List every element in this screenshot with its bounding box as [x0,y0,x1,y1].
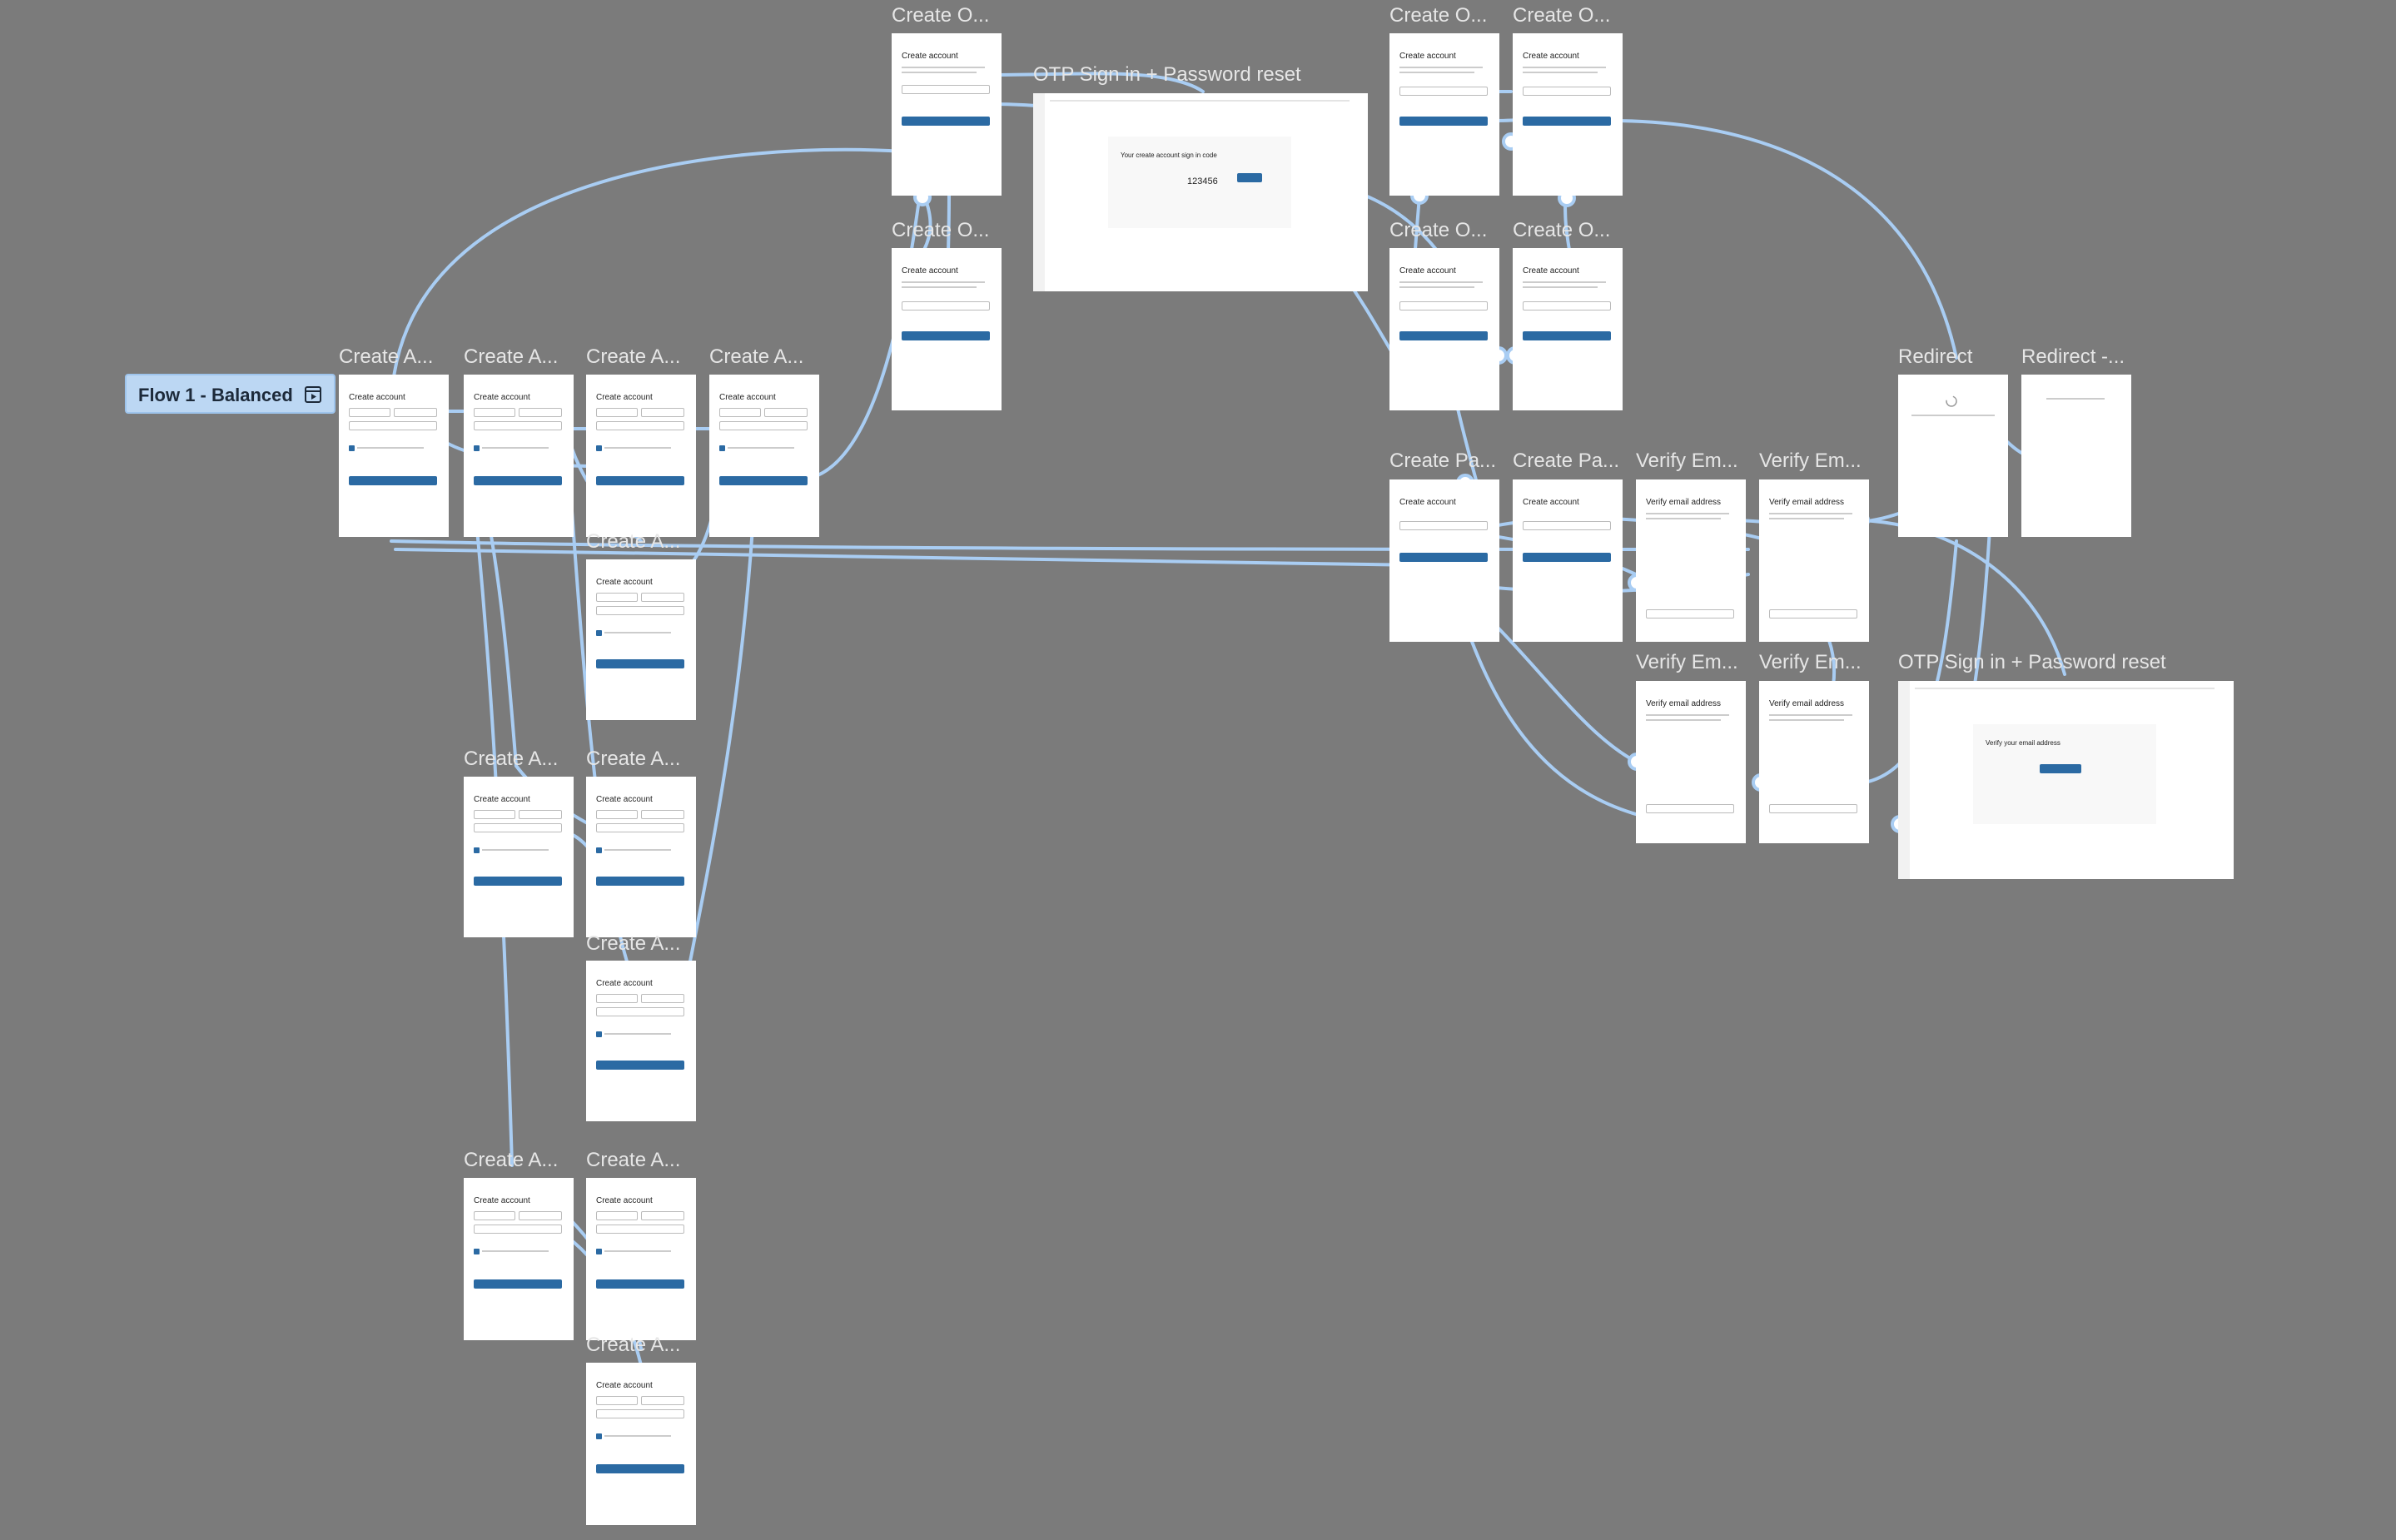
frame-heading: Create account [596,578,653,587]
frame-heading: Create account [596,979,653,988]
frame-title: Create A... [586,530,681,553]
frame-title: Create O... [1389,4,1488,27]
frame-create-account[interactable]: Create account [586,1363,696,1525]
frame-create-account[interactable]: Create account [586,777,696,937]
frame-create-account[interactable]: Create account [464,777,574,937]
frame-title: Create A... [464,1149,559,1171]
frame-redirect[interactable] [2021,375,2131,537]
otp-code: 123456 [1187,176,1218,186]
frame-heading: Create account [474,795,530,804]
email-heading: Your create account sign in code [1121,152,1217,159]
frame-verify-email[interactable]: Verify email address [1636,681,1746,843]
frame-create-otp[interactable]: Create account [1513,248,1623,410]
frame-create-account[interactable]: Create account [586,1178,696,1340]
frame-create-password[interactable]: Create account [1513,479,1623,642]
frame-title: Create A... [709,345,804,368]
frame-verify-email[interactable]: Verify email address [1636,479,1746,642]
frame-heading: Create account [596,1196,653,1205]
frame-title: Create A... [586,345,681,368]
frame-create-account[interactable]: Create account [586,375,696,537]
frame-heading: Create account [1399,498,1456,507]
frame-verify-email[interactable]: Verify email address [1759,681,1869,843]
frame-title: Create A... [339,345,434,368]
frame-title: Redirect [1898,345,1973,368]
frame-title: Create A... [586,932,681,955]
frame-heading: Create account [474,1196,530,1205]
frame-heading: Verify email address [1769,699,1845,708]
prototype-play-icon[interactable] [304,385,322,404]
frame-create-account[interactable]: Create account [586,559,696,720]
frame-heading: Create account [1523,52,1579,61]
frame-title: OTP Sign in + Password reset [1898,651,2166,673]
frame-create-password[interactable]: Create account [1389,479,1499,642]
frame-title: Verify Em... [1759,450,1862,472]
frame-heading: Verify email address [1646,498,1722,507]
frame-heading: Create account [902,266,958,276]
frame-heading: Create account [1399,266,1456,276]
frame-title: OTP Sign in + Password reset [1033,63,1301,86]
frame-title: Create O... [1513,219,1611,241]
frame-create-account[interactable]: Create account [339,375,449,537]
frame-title: Create O... [1389,219,1488,241]
frame-create-otp[interactable]: Create account [892,248,1002,410]
frame-title: Create O... [1513,4,1611,27]
frame-title: Create Pa... [1513,450,1620,472]
frame-title: Verify Em... [1636,651,1738,673]
frame-heading: Create account [1399,52,1456,61]
flow-start-label[interactable]: Flow 1 - Balanced [125,374,336,414]
frame-create-otp[interactable]: Create account [1389,33,1499,196]
frame-title: Verify Em... [1636,450,1738,472]
email-heading: Verify your email address [1986,739,2060,747]
frame-heading: Create account [596,1381,653,1390]
frame-redirect[interactable] [1898,375,2008,537]
frame-title: Verify Em... [1759,651,1862,673]
frame-heading: Create account [1523,266,1579,276]
frame-title: Create A... [464,345,559,368]
frame-title: Create A... [586,1149,681,1171]
frame-title: Create A... [464,748,559,770]
frame-heading: Verify email address [1646,699,1722,708]
frame-heading: Create account [902,52,958,61]
frame-title: Create A... [586,748,681,770]
frame-heading: Create account [1523,498,1579,507]
frame-heading: Create account [596,795,653,804]
frame-create-account[interactable]: Create account [464,1178,574,1340]
frame-verify-email-message[interactable]: Verify your email address [1898,681,2234,879]
frame-create-account[interactable]: Create account [709,375,819,537]
frame-title: Create O... [892,4,990,27]
frame-create-otp[interactable]: Create account [1513,33,1623,196]
frame-title: Redirect -... [2021,345,2125,368]
frame-otp-email[interactable]: Your create account sign in code 123456 [1033,93,1368,291]
flow-name: Flow 1 - Balanced [138,385,293,405]
frame-title: Create O... [892,219,990,241]
frame-create-otp[interactable]: Create account [1389,248,1499,410]
frame-title: Create Pa... [1389,450,1497,472]
loading-spinner-icon [1946,395,1957,407]
frame-heading: Verify email address [1769,498,1845,507]
frame-title: Create A... [586,1334,681,1356]
frame-verify-email[interactable]: Verify email address [1759,479,1869,642]
frame-heading: Create account [719,393,776,402]
frame-heading: Create account [596,393,653,402]
frame-create-account[interactable]: Create account [586,961,696,1121]
frame-create-otp[interactable]: Create account [892,33,1002,196]
frame-create-account[interactable]: Create account [464,375,574,537]
frame-heading: Create account [349,393,405,402]
frame-heading: Create account [474,393,530,402]
